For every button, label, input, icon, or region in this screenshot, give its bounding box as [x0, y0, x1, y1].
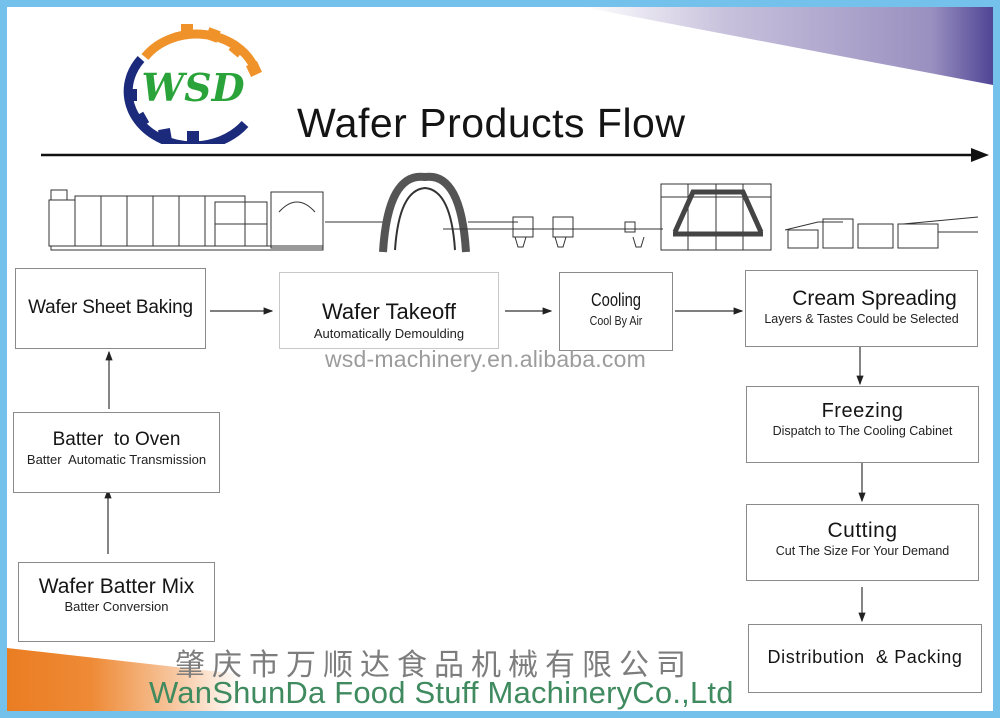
step-batter-to-oven: Batter to Oven Batter Automatic Transmis…	[13, 412, 220, 493]
step-wafer-takeoff: Wafer Takeoff Automatically Demoulding	[279, 272, 499, 349]
step-wafer-batter-mix: Wafer Batter Mix Batter Conversion	[18, 562, 215, 642]
wsd-logo: WSD	[123, 24, 262, 144]
footer-decoration-band	[7, 648, 567, 711]
step-cooling: Cooling Cool By Air	[559, 272, 673, 351]
production-line-illustration	[48, 172, 979, 253]
gear-icon	[123, 24, 262, 144]
process-direction-arrow	[41, 148, 989, 162]
logo-text: WSD	[141, 65, 244, 110]
cooling-conveyor-drawing	[443, 216, 663, 248]
cutting-packing-drawing	[784, 216, 979, 249]
step-distribution-packing: Distribution & Packing	[748, 624, 982, 693]
company-name-english: WanShunDa Food Stuff MachineryCo.,Ltd	[149, 675, 734, 710]
watermark-url: wsd-machinery.en.alibaba.com	[325, 346, 646, 372]
slide-canvas: WSD Wafer Products Flow	[7, 7, 993, 711]
baking-oven-drawing	[48, 189, 324, 251]
takeoff-arch-drawing	[325, 172, 518, 253]
page-title: Wafer Products Flow	[297, 100, 686, 146]
step-cutting: Cutting Cut The Size For Your Demand	[746, 504, 979, 581]
cream-spreading-frame-drawing	[660, 183, 772, 251]
step-freezing: Freezing Dispatch to The Cooling Cabinet	[746, 386, 979, 463]
company-name-chinese: 肇庆市万顺达食品机械有限公司	[175, 648, 693, 683]
header-decoration-band	[582, 7, 993, 85]
step-wafer-sheet-baking: Wafer Sheet Baking	[15, 268, 206, 349]
step-cream-spreading: Cream Spreading Layers & Tastes Could be…	[745, 270, 978, 347]
